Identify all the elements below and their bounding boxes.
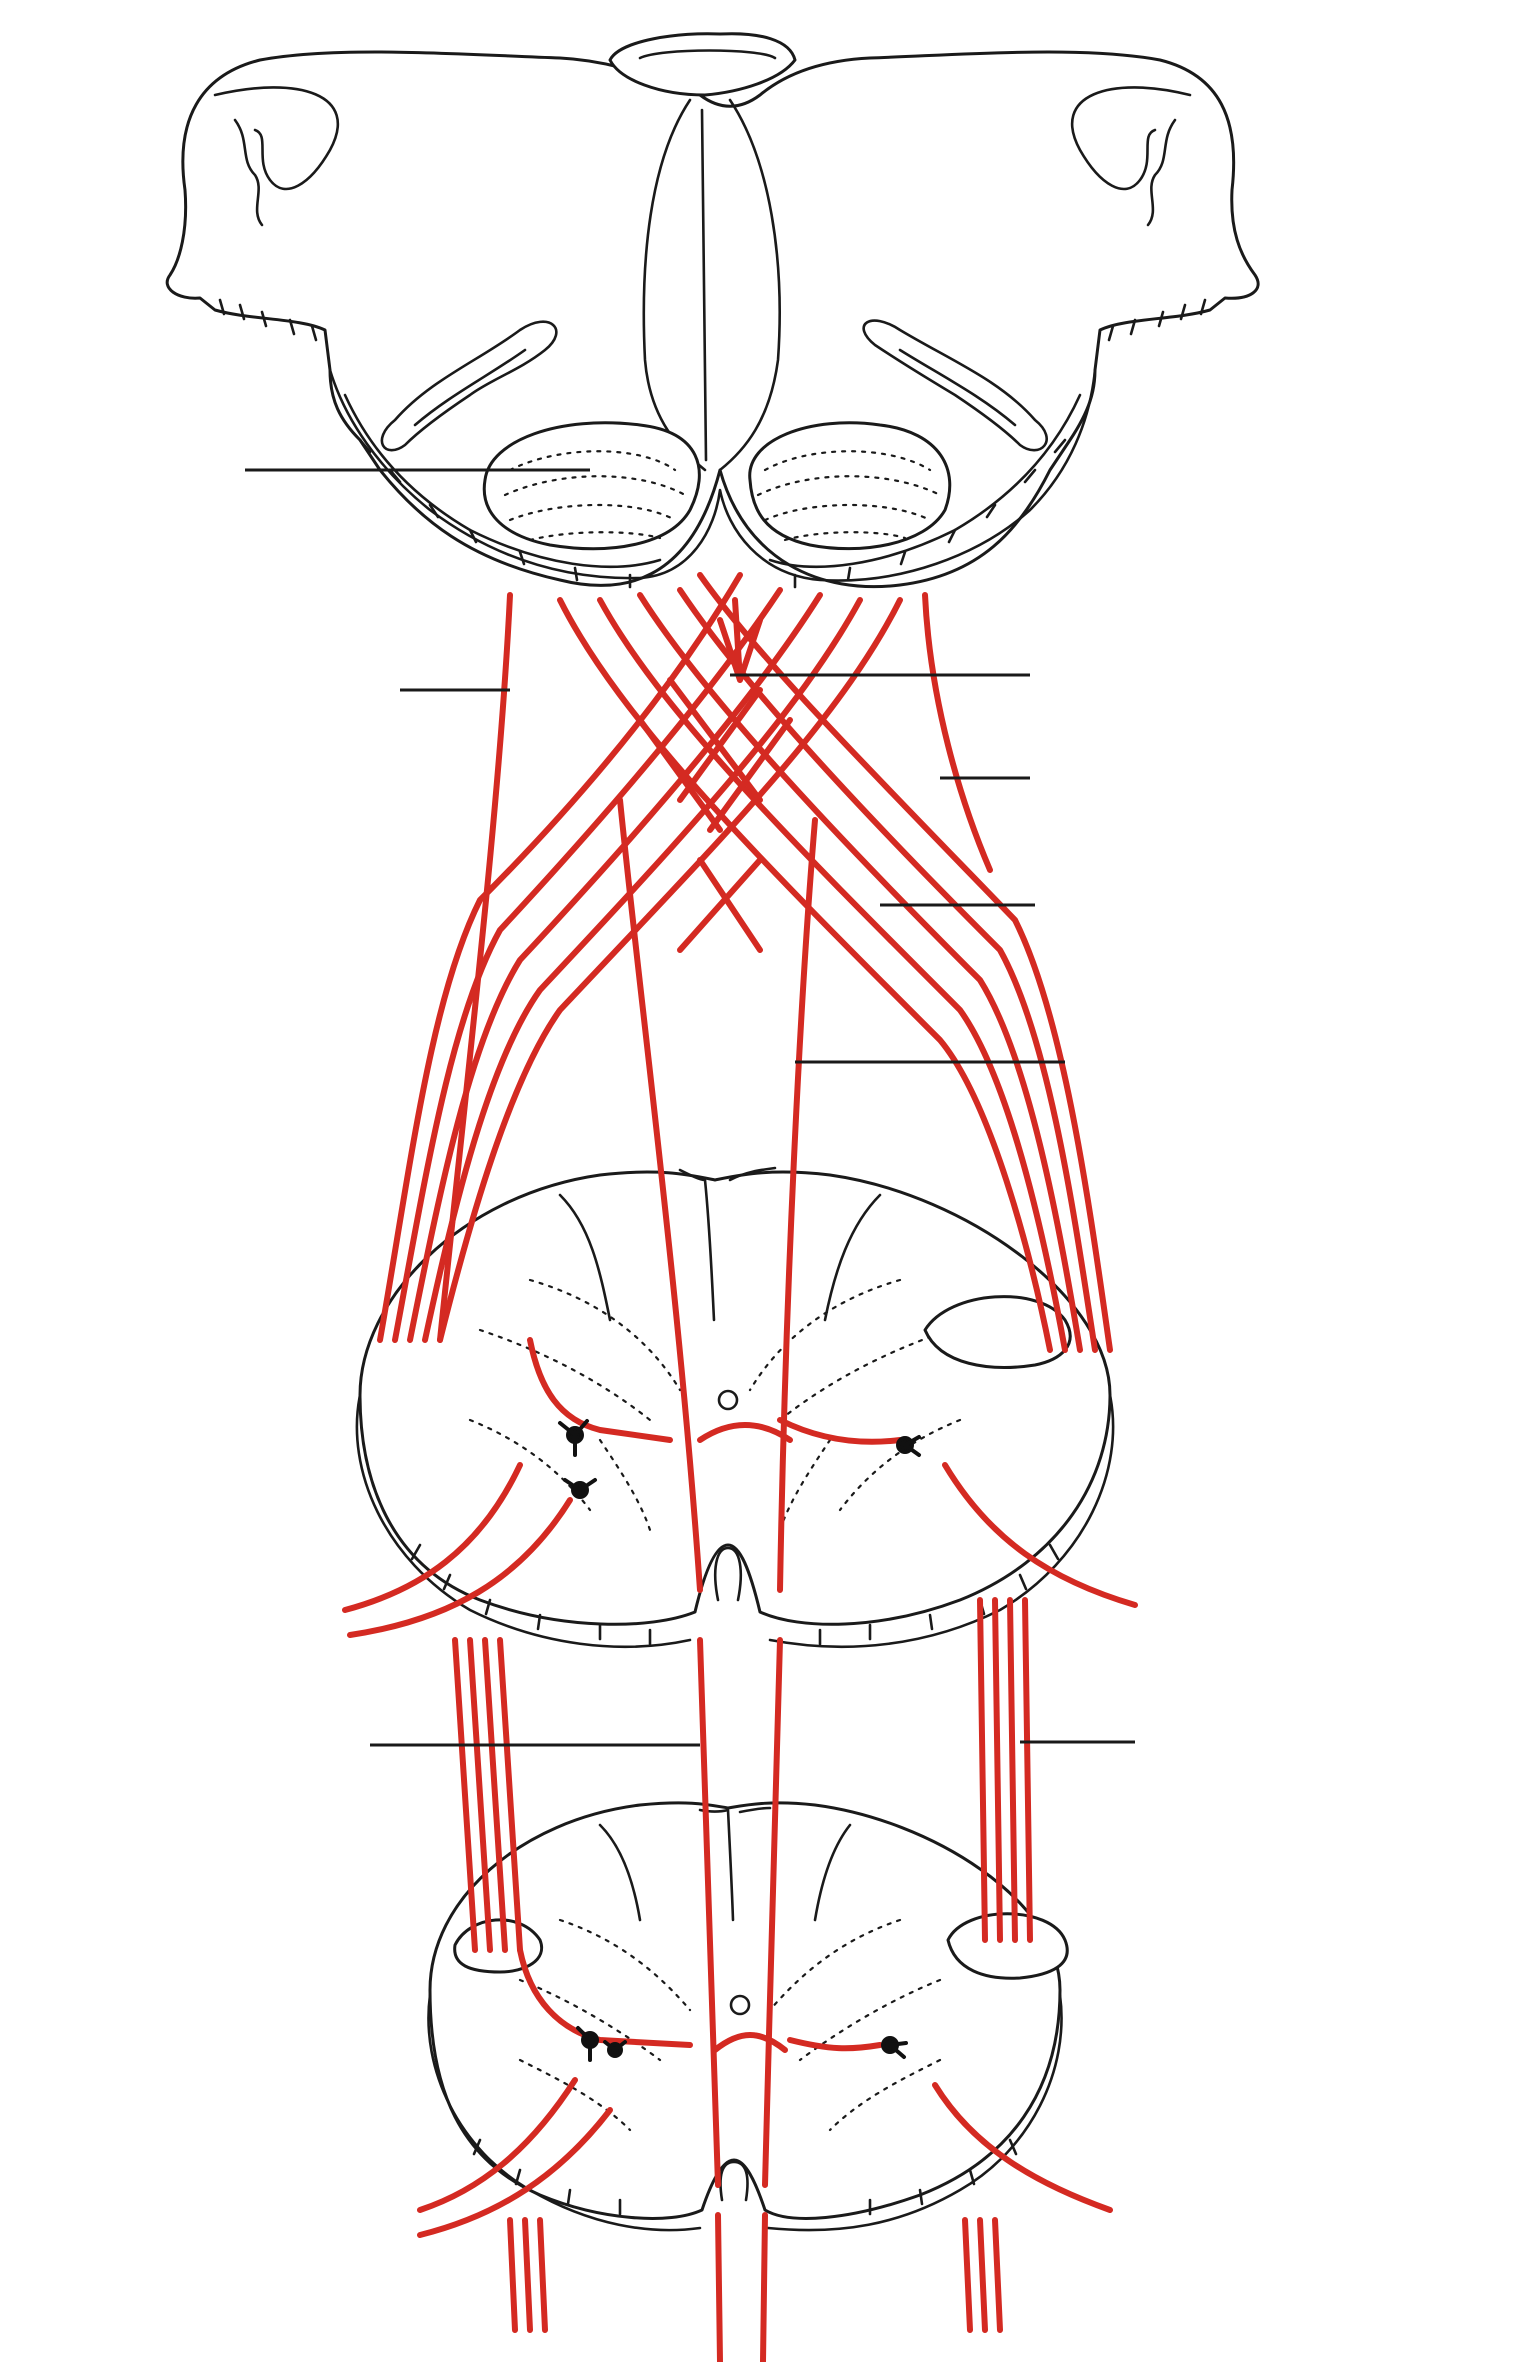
lower-dorsal-septum: [698, 1806, 772, 1922]
fourth-ventricle: [608, 32, 797, 97]
lower-left-ventral-root-1: [417, 2077, 578, 2213]
decussation-tick-5: [697, 857, 763, 953]
lower-left-ventral-root-2: [417, 2107, 613, 2238]
lower-right-neuron-branches: [888, 2041, 908, 2059]
lower-left-anterior-fiber: [697, 1637, 721, 2188]
medulla-rim-ticks: [218, 298, 1207, 589]
upper-ventral-fissure: [713, 1546, 743, 1602]
upper-cord-outline: [358, 1170, 1112, 1626]
bottom-center-stub-2: [760, 2212, 768, 2362]
lower-lateral-tract-area: [946, 1912, 1069, 1980]
lower-left-neuron-1-branches: [576, 2026, 592, 2062]
upper-dorsal-horn-right: [823, 1193, 882, 1322]
lower-cord-rim-right: [766, 1993, 1063, 2232]
median-fissure-right: [718, 98, 781, 472]
right-uncrossed-fiber: [922, 592, 993, 873]
mid-right-bundle-1: [977, 1597, 988, 1943]
medulla-section: [165, 32, 1260, 589]
lower-left-neuron-2-branches: [603, 2040, 627, 2052]
right-peduncle-wave: [1146, 118, 1177, 227]
upper-dorsal-horn-left: [558, 1193, 612, 1322]
medulla-outline: [165, 50, 1260, 589]
lower-cord-rim-ticks: [472, 2138, 1018, 2216]
left-inferior-olive: [380, 320, 558, 452]
lower-dorsal-horn-right: [813, 1823, 852, 1922]
mid-left-bundle-2: [467, 1637, 493, 1953]
decussating-fiber-4: [677, 587, 1098, 1353]
lower-spinal-segment: [427, 1801, 1069, 2232]
upper-gray-matter-left: [468, 1278, 682, 1532]
bottom-right-stub-1: [962, 2217, 973, 2333]
upper-left-neuron-1-branches: [558, 1419, 589, 1457]
upper-midline-collateral: [697, 1422, 793, 1443]
mid-right-bundle-3: [1007, 1597, 1018, 1943]
decussation-tick-6: [677, 857, 763, 953]
bottom-left-stub-3: [537, 2217, 548, 2333]
upper-lateral-tract-area: [923, 1295, 1072, 1369]
right-pyramid: [748, 421, 952, 551]
fiber-tracts: [342, 572, 1138, 2362]
left-anterior-fiber: [617, 797, 703, 1593]
mid-left-bundle-1: [452, 1637, 478, 1953]
upper-dorsal-septum: [678, 1166, 777, 1322]
upper-gray-matter-right: [748, 1278, 962, 1532]
left-peduncle-wave: [233, 118, 264, 227]
decussating-fiber-2: [597, 597, 1068, 1353]
mid-right-bundle-2: [992, 1597, 1003, 1943]
lower-cord-outline: [428, 1801, 1062, 2220]
decussation-tick-3: [677, 687, 763, 803]
motor-neurons: [558, 1419, 921, 2062]
fourth-ventricle-inner: [638, 49, 777, 60]
decussating-fiber-8: [407, 592, 823, 1343]
upper-right-ventral-root: [942, 1462, 1138, 1608]
lower-right-ventral-root: [932, 2082, 1113, 2213]
mid-left-bundle-3: [482, 1637, 508, 1953]
lower-right-collateral: [787, 2037, 883, 2052]
lower-ventral-fissure: [719, 2160, 749, 2202]
decussation-tick-4: [707, 717, 793, 833]
upper-central-canal: [717, 1389, 739, 1411]
left-pyramid-stipple: [503, 450, 687, 542]
decussating-fiber-1: [557, 597, 1053, 1353]
bottom-right-stub-2: [977, 2217, 988, 2333]
bottom-left-stub-2: [522, 2217, 533, 2333]
upper-left-neuron-2-branches: [563, 1478, 597, 1492]
upper-right-neuron-branches: [903, 1435, 921, 1457]
right-olive-inner: [898, 348, 1017, 427]
upper-cord-rim-left: [355, 1393, 692, 1649]
left-olive-inner: [413, 348, 527, 427]
upper-spinal-segment: [355, 1166, 1115, 1649]
lower-dorsal-horn-left: [598, 1823, 642, 1922]
median-line: [700, 108, 708, 462]
mid-right-bundle-4: [1022, 1597, 1033, 1943]
decussation-tick-7: [717, 597, 763, 683]
right-inferior-olive: [862, 319, 1048, 452]
left-cerebellar-peduncle: [213, 86, 340, 191]
left-pyramid: [482, 421, 701, 551]
bottom-right-stub-3: [992, 2217, 1003, 2333]
decussating-fiber-10: [377, 572, 743, 1343]
upper-right-collateral: [777, 1417, 903, 1445]
lower-midline-collateral: [712, 2032, 788, 2053]
medulla-rim: [328, 368, 1097, 582]
lower-gray-matter-right: [768, 1918, 942, 2132]
bottom-center-stub-1: [715, 2212, 723, 2362]
decussating-fiber-6: [437, 597, 903, 1343]
upper-left-collateral: [527, 1337, 673, 1443]
right-cerebellar-peduncle: [1070, 86, 1192, 191]
upper-cord-rim-right: [768, 1393, 1115, 1649]
bottom-left-stub-1: [507, 2217, 518, 2333]
right-anterior-fiber: [777, 817, 818, 1593]
mid-left-bundle-4: [497, 1637, 523, 1953]
lower-central-canal: [729, 1994, 751, 2016]
upper-left-ventral-root-2: [347, 1497, 573, 1638]
decussating-fiber-9: [392, 587, 783, 1343]
lower-right-anterior-fiber: [762, 1637, 783, 2188]
upper-left-ventral-root-1: [342, 1462, 523, 1613]
decussating-fiber-7: [422, 597, 863, 1343]
decussation-tick-2: [637, 717, 723, 833]
label-leaders: [245, 468, 1135, 1747]
lower-gray-matter-left: [518, 1918, 692, 2132]
